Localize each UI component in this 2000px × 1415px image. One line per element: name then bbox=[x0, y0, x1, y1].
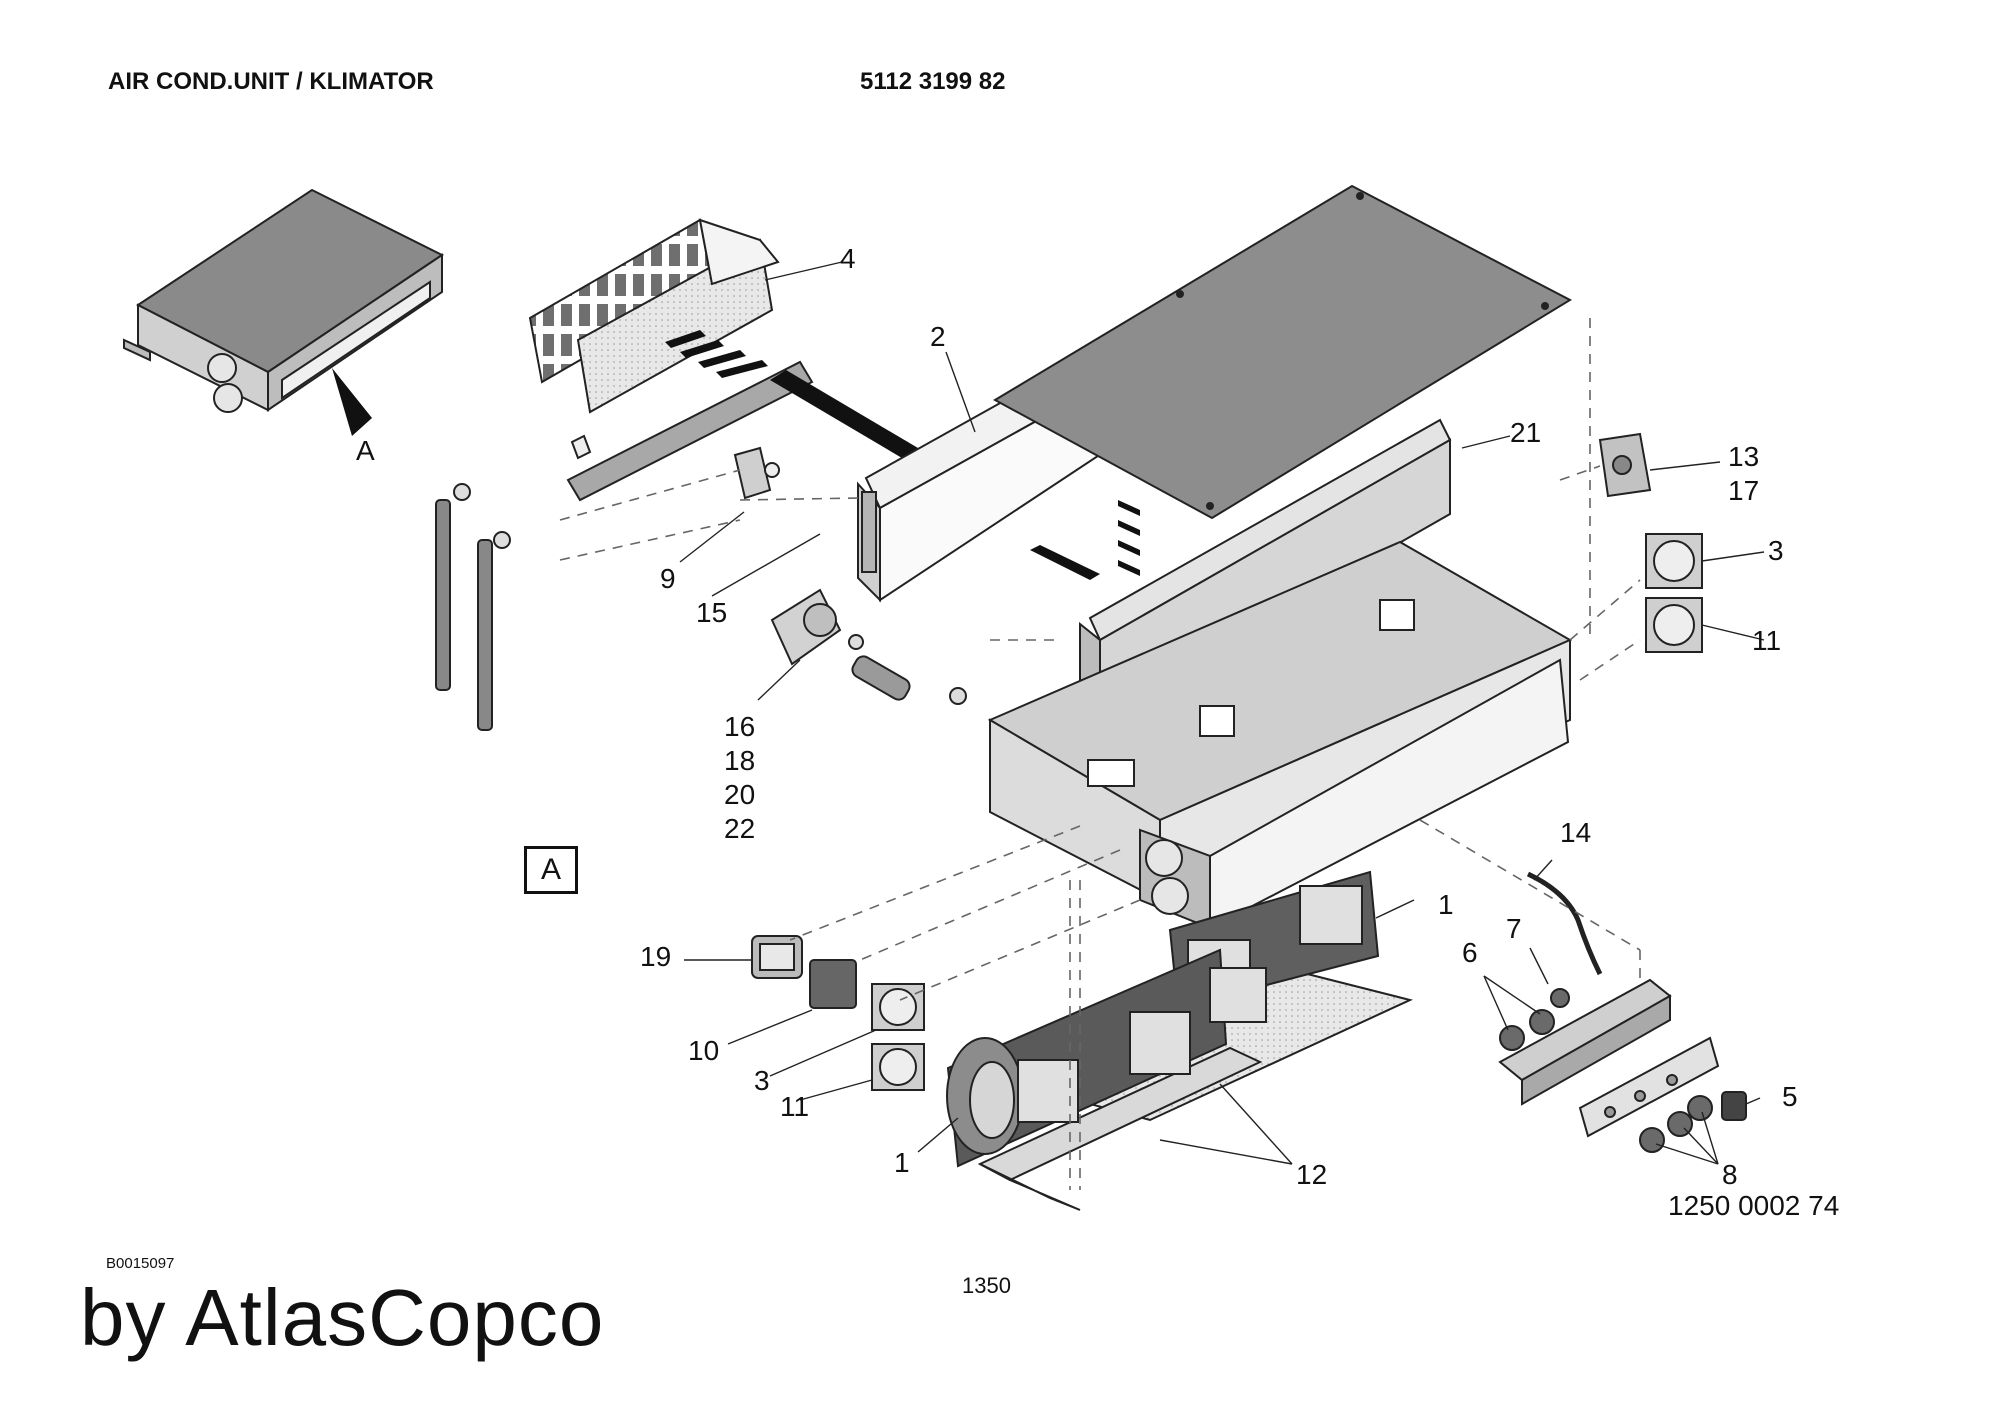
callout-20: 20 bbox=[724, 779, 755, 810]
page-number: 1350 bbox=[962, 1273, 1011, 1298]
callout-18: 18 bbox=[724, 745, 755, 776]
callout-6: 6 bbox=[1462, 937, 1478, 968]
callout-17: 17 bbox=[1728, 475, 1759, 506]
lamp-19 bbox=[751, 935, 803, 979]
callout-15: 15 bbox=[696, 597, 727, 628]
expansion-valve bbox=[733, 446, 780, 500]
callout-13: 13 bbox=[1728, 441, 1759, 472]
main-housing bbox=[987, 540, 1573, 930]
filter-rail bbox=[566, 360, 814, 502]
top-cover-plate bbox=[992, 184, 1573, 520]
callout-11-upper: 11 bbox=[1752, 625, 1781, 656]
flange-11-upper bbox=[1645, 597, 1703, 653]
callout-16: 16 bbox=[724, 711, 755, 742]
part-number: 5112 3199 82 bbox=[860, 68, 1006, 95]
callout-22: 22 bbox=[724, 813, 755, 844]
sensor-cable-14 bbox=[1526, 871, 1603, 976]
callout-19: 19 bbox=[640, 941, 671, 972]
callout-1-lower: 1 bbox=[894, 1147, 910, 1178]
blower-front bbox=[946, 948, 1267, 1168]
control-panel-bracket bbox=[1498, 978, 1672, 1106]
callout-1-upper: 1 bbox=[1438, 889, 1454, 920]
flange-3-upper bbox=[1645, 533, 1703, 589]
callout-21: 21 bbox=[1510, 417, 1541, 448]
callout-9: 9 bbox=[660, 563, 676, 594]
brand-footer: by AtlasCopco bbox=[80, 1273, 605, 1362]
callout-4: 4 bbox=[840, 243, 856, 274]
callouts: 4 2 21 13 17 3 11 9 15 16 18 20 22 14 1 … bbox=[640, 243, 1798, 1190]
callout-14: 14 bbox=[1560, 817, 1591, 848]
leader-lines bbox=[679, 261, 1765, 1165]
callout-3-upper: 3 bbox=[1768, 535, 1784, 566]
control-panel-plate bbox=[1578, 1036, 1720, 1138]
base-plate-2 bbox=[977, 1046, 1263, 1211]
callout-7: 7 bbox=[1506, 913, 1522, 944]
switch-motor bbox=[770, 588, 967, 705]
callout-8: 8 bbox=[1722, 1159, 1738, 1190]
assembly-lines bbox=[559, 318, 1641, 1190]
callout-5: 5 bbox=[1782, 1081, 1798, 1112]
callout-10: 10 bbox=[688, 1035, 719, 1066]
switch-5 bbox=[1721, 1091, 1747, 1121]
relay-10 bbox=[809, 959, 857, 1009]
callout-2: 2 bbox=[930, 321, 946, 352]
filter-mat bbox=[576, 218, 780, 414]
flange-11-lower bbox=[871, 1043, 925, 1091]
view-label-box: A bbox=[524, 846, 578, 894]
callout-12: 12 bbox=[1296, 1159, 1327, 1190]
drawing-code: 1250 0002 74 bbox=[1668, 1190, 1840, 1221]
hose-assembly bbox=[435, 483, 511, 731]
overview-unit bbox=[123, 188, 444, 413]
reference-code: B0015097 bbox=[106, 1255, 175, 1272]
flange-3-lower bbox=[871, 983, 925, 1031]
view-arrow-label: A bbox=[356, 435, 375, 466]
relay-13 bbox=[1598, 432, 1652, 498]
document-title: AIR COND.UNIT / KLIMATOR bbox=[108, 68, 434, 95]
callout-3-lower: 3 bbox=[754, 1065, 770, 1096]
view-a-arrow bbox=[332, 368, 372, 436]
callout-11-lower: 11 bbox=[780, 1091, 809, 1122]
